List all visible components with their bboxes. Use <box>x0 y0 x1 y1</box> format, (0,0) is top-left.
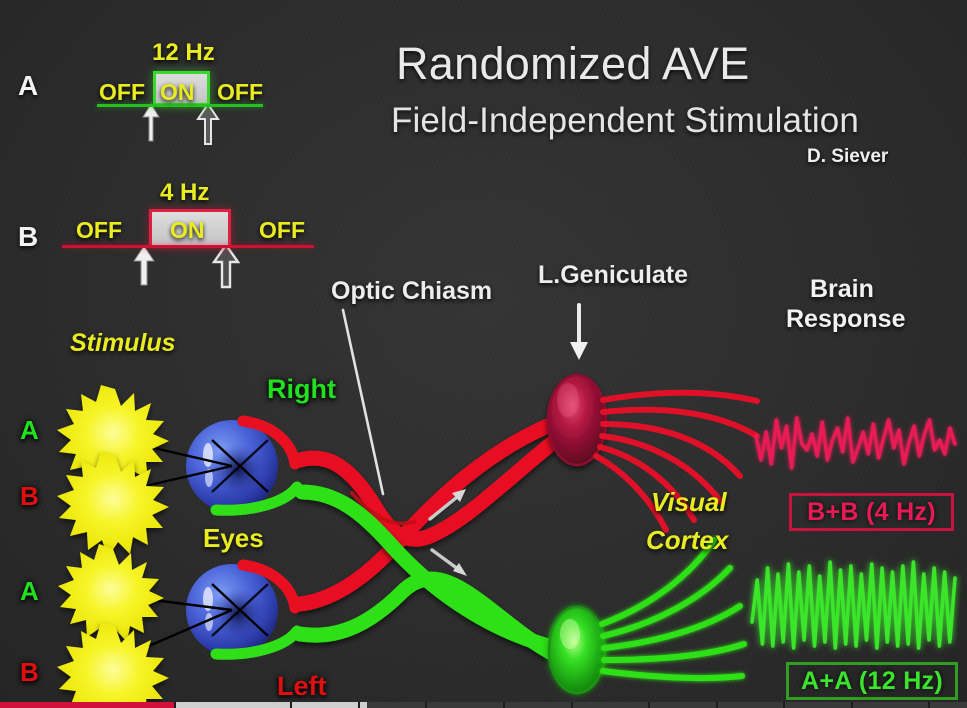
stimulus-burst-b1 <box>57 451 169 557</box>
optic-radiation-red-fibers <box>593 389 760 533</box>
eye-lower <box>97 559 303 670</box>
l-geniculate-label: L.Geniculate <box>538 261 689 289</box>
result-box-a-plus-a: A+A (12 Hz) <box>786 662 958 700</box>
signal-direction-arrow-up <box>428 489 466 521</box>
panel-a-frequency-label: 12 Hz <box>152 39 215 66</box>
waveform-b-plus-b <box>754 416 957 470</box>
stimulus-row-letter-b1: B <box>20 481 39 511</box>
optic-chiasm-pointer <box>341 308 385 496</box>
panel-b-frequency-label: 4 Hz <box>160 179 210 206</box>
stimulus-row-letter-b2: B <box>20 657 39 687</box>
optic-chiasm-label: Optic Chiasm <box>331 277 493 305</box>
chapter-marker <box>850 702 853 708</box>
page-title: Randomized AVE <box>396 38 750 89</box>
visual-cortex-label-line2: Cortex <box>646 525 729 555</box>
panel-a-baseline <box>97 104 263 107</box>
chapter-marker <box>502 702 505 708</box>
stimulus-burst-a2 <box>58 544 164 644</box>
signal-direction-arrow-down <box>430 548 467 576</box>
panel-a-pulse-box <box>153 71 210 106</box>
chapter-marker <box>783 702 786 708</box>
chapter-marker <box>570 702 573 708</box>
visual-cortex-label-line1: Visual <box>651 487 727 517</box>
progress-played <box>0 702 175 708</box>
waveform-a-plus-a <box>750 560 957 650</box>
stimulus-burst-b2 <box>57 622 169 708</box>
panel-b-off-right: OFF <box>259 217 305 243</box>
pulse-b-offset-arrow <box>211 242 241 289</box>
chapter-marker <box>647 702 650 708</box>
pulse-a-onset-arrow <box>142 103 160 142</box>
stimulus-row-letter-a2: A <box>20 576 39 606</box>
panel-a-off-right: OFF <box>217 79 263 105</box>
result-box-b-plus-b: B+B (4 Hz) <box>789 493 954 531</box>
optic-radiation-green-fibers <box>599 537 747 682</box>
author-credit: D. Siever <box>807 146 889 167</box>
stimulus-label: Stimulus <box>70 329 176 357</box>
chapter-marker <box>425 702 428 708</box>
panel-b-baseline <box>62 245 314 248</box>
panel-a-letter: A <box>18 70 39 101</box>
green-optic-tract <box>292 484 558 660</box>
video-progress-bar[interactable] <box>0 702 967 708</box>
page-subtitle: Field-Independent Stimulation <box>391 101 859 140</box>
lateral-geniculate-green <box>547 605 607 695</box>
red-optic-tract <box>292 416 564 612</box>
chapter-marker <box>715 702 718 708</box>
chapter-marker <box>174 702 177 708</box>
eyes-label: Eyes <box>203 523 264 553</box>
left-hemifield-label: Left <box>277 671 327 701</box>
stimulus-row-letter-a1: A <box>20 415 39 445</box>
lateral-geniculate-red <box>546 373 608 467</box>
chapter-marker <box>290 702 293 708</box>
pulse-b-onset-arrow <box>133 245 155 286</box>
eye-upper <box>97 415 303 516</box>
panel-b-letter: B <box>18 221 39 252</box>
progress-buffered <box>174 702 368 708</box>
chapter-marker <box>357 702 360 708</box>
panel-b-off-left: OFF <box>76 217 122 243</box>
pulse-a-offset-arrow <box>196 102 220 145</box>
l-geniculate-arrow <box>570 303 588 360</box>
panel-a-on: ON <box>160 79 195 105</box>
brain-response-label-line2: Response <box>786 305 906 333</box>
panel-a-off-left: OFF <box>99 79 145 105</box>
panel-b-on: ON <box>170 217 205 243</box>
brain-response-label-line1: Brain <box>810 275 874 303</box>
chapter-marker <box>928 702 931 708</box>
right-hemifield-label: Right <box>267 374 336 404</box>
